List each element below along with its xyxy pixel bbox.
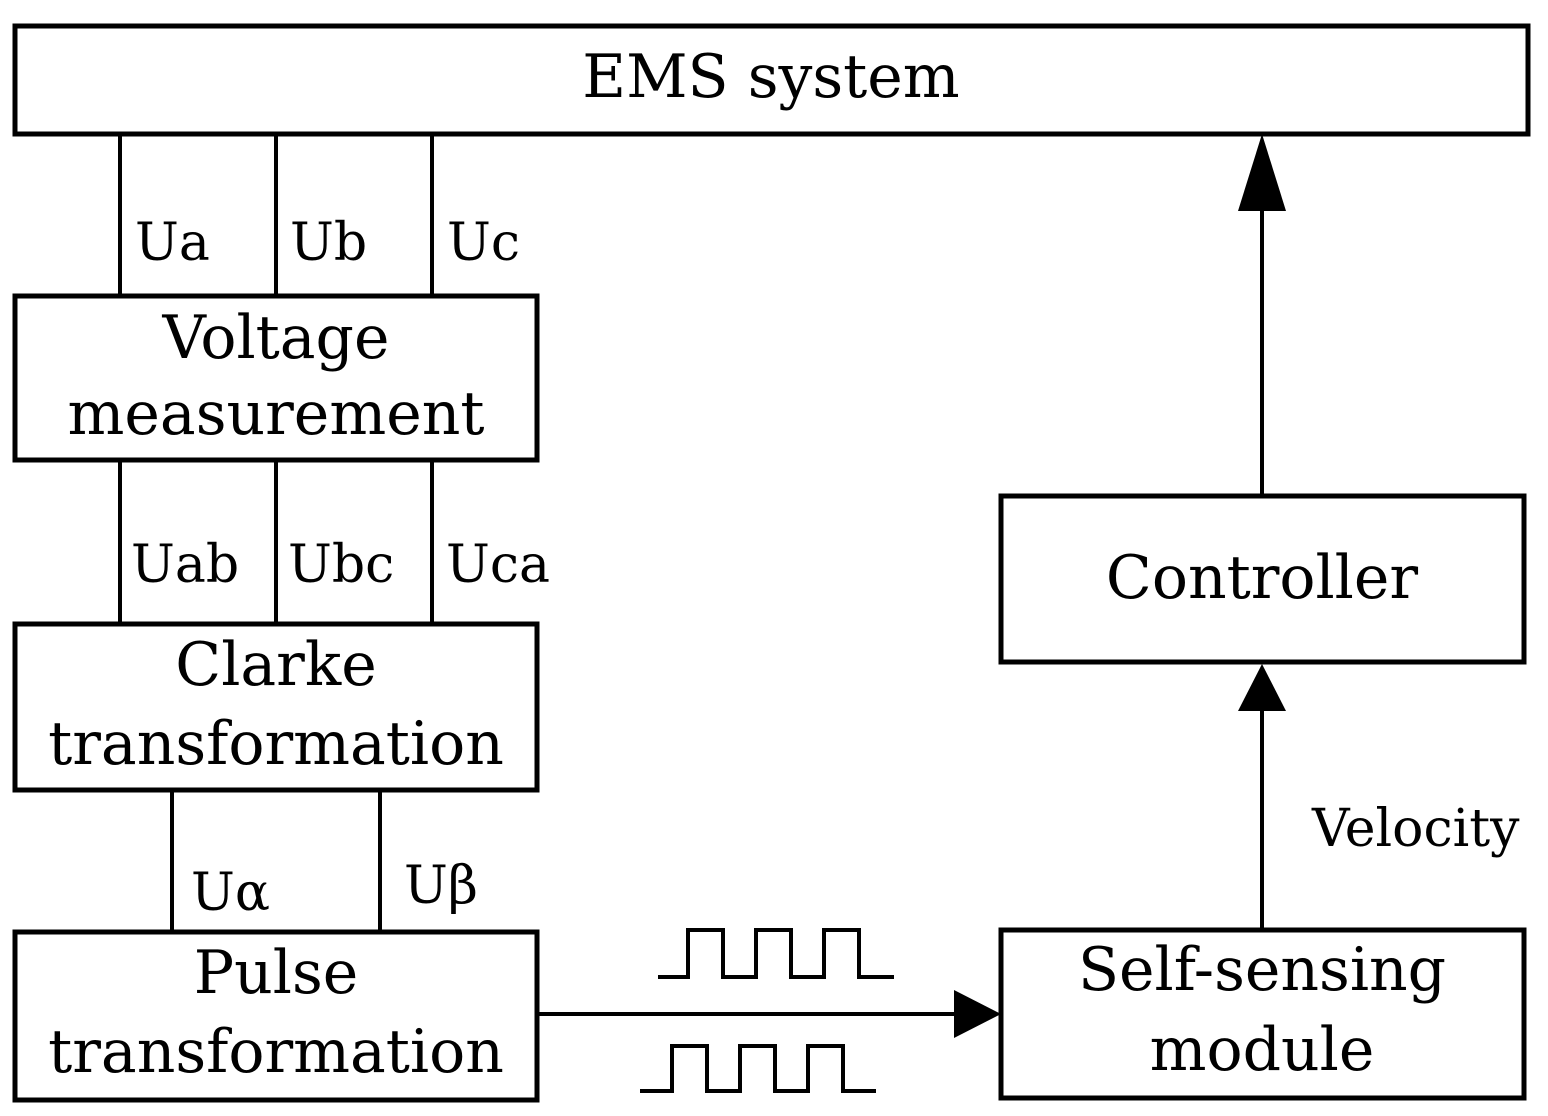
self-sensing-module-block: Self-sensing module	[998, 927, 1527, 1101]
pulse-transformation-block: Pulse transformation	[12, 929, 540, 1103]
uc-label: Uc	[447, 213, 520, 273]
clarke-transformation-block: Clarke transformation	[12, 621, 540, 793]
clarke-label-line1: Clarke	[175, 630, 376, 700]
lower-pulse-train	[640, 1044, 876, 1093]
ubeta-label: Uβ	[404, 856, 478, 916]
self-sensing-label-line1: Self-sensing	[1078, 935, 1446, 1005]
controller-label: Controller	[1106, 543, 1418, 613]
pulse-to-selfsensing-arrowhead	[954, 990, 1001, 1038]
velocity-arrowhead	[1238, 664, 1286, 711]
voltage-measurement-block: Voltage measurement	[12, 293, 540, 463]
uca-label: Uca	[446, 535, 550, 595]
ems-system-label: EMS system	[582, 42, 959, 112]
ua-label: Ua	[135, 213, 210, 273]
velocity-label: Velocity	[1311, 799, 1520, 859]
pulse-label-line2: transformation	[48, 1017, 504, 1087]
pulse-label-line1: Pulse	[194, 938, 359, 1008]
ubc-label: Ubc	[288, 535, 394, 595]
upper-pulse-train	[658, 928, 894, 979]
ub-label: Ub	[290, 213, 367, 273]
ualpha-label: Uα	[191, 863, 270, 923]
voltage-measurement-label-line1: Voltage	[162, 303, 390, 373]
ems-system-block: EMS system	[12, 23, 1531, 137]
controller-block: Controller	[998, 493, 1527, 665]
voltage-measurement-label-line2: measurement	[68, 379, 485, 449]
clarke-label-line2: transformation	[48, 709, 504, 779]
uab-label: Uab	[131, 535, 239, 595]
controller-to-ems-arrowhead	[1238, 134, 1286, 211]
self-sensing-label-line2: module	[1150, 1015, 1375, 1085]
